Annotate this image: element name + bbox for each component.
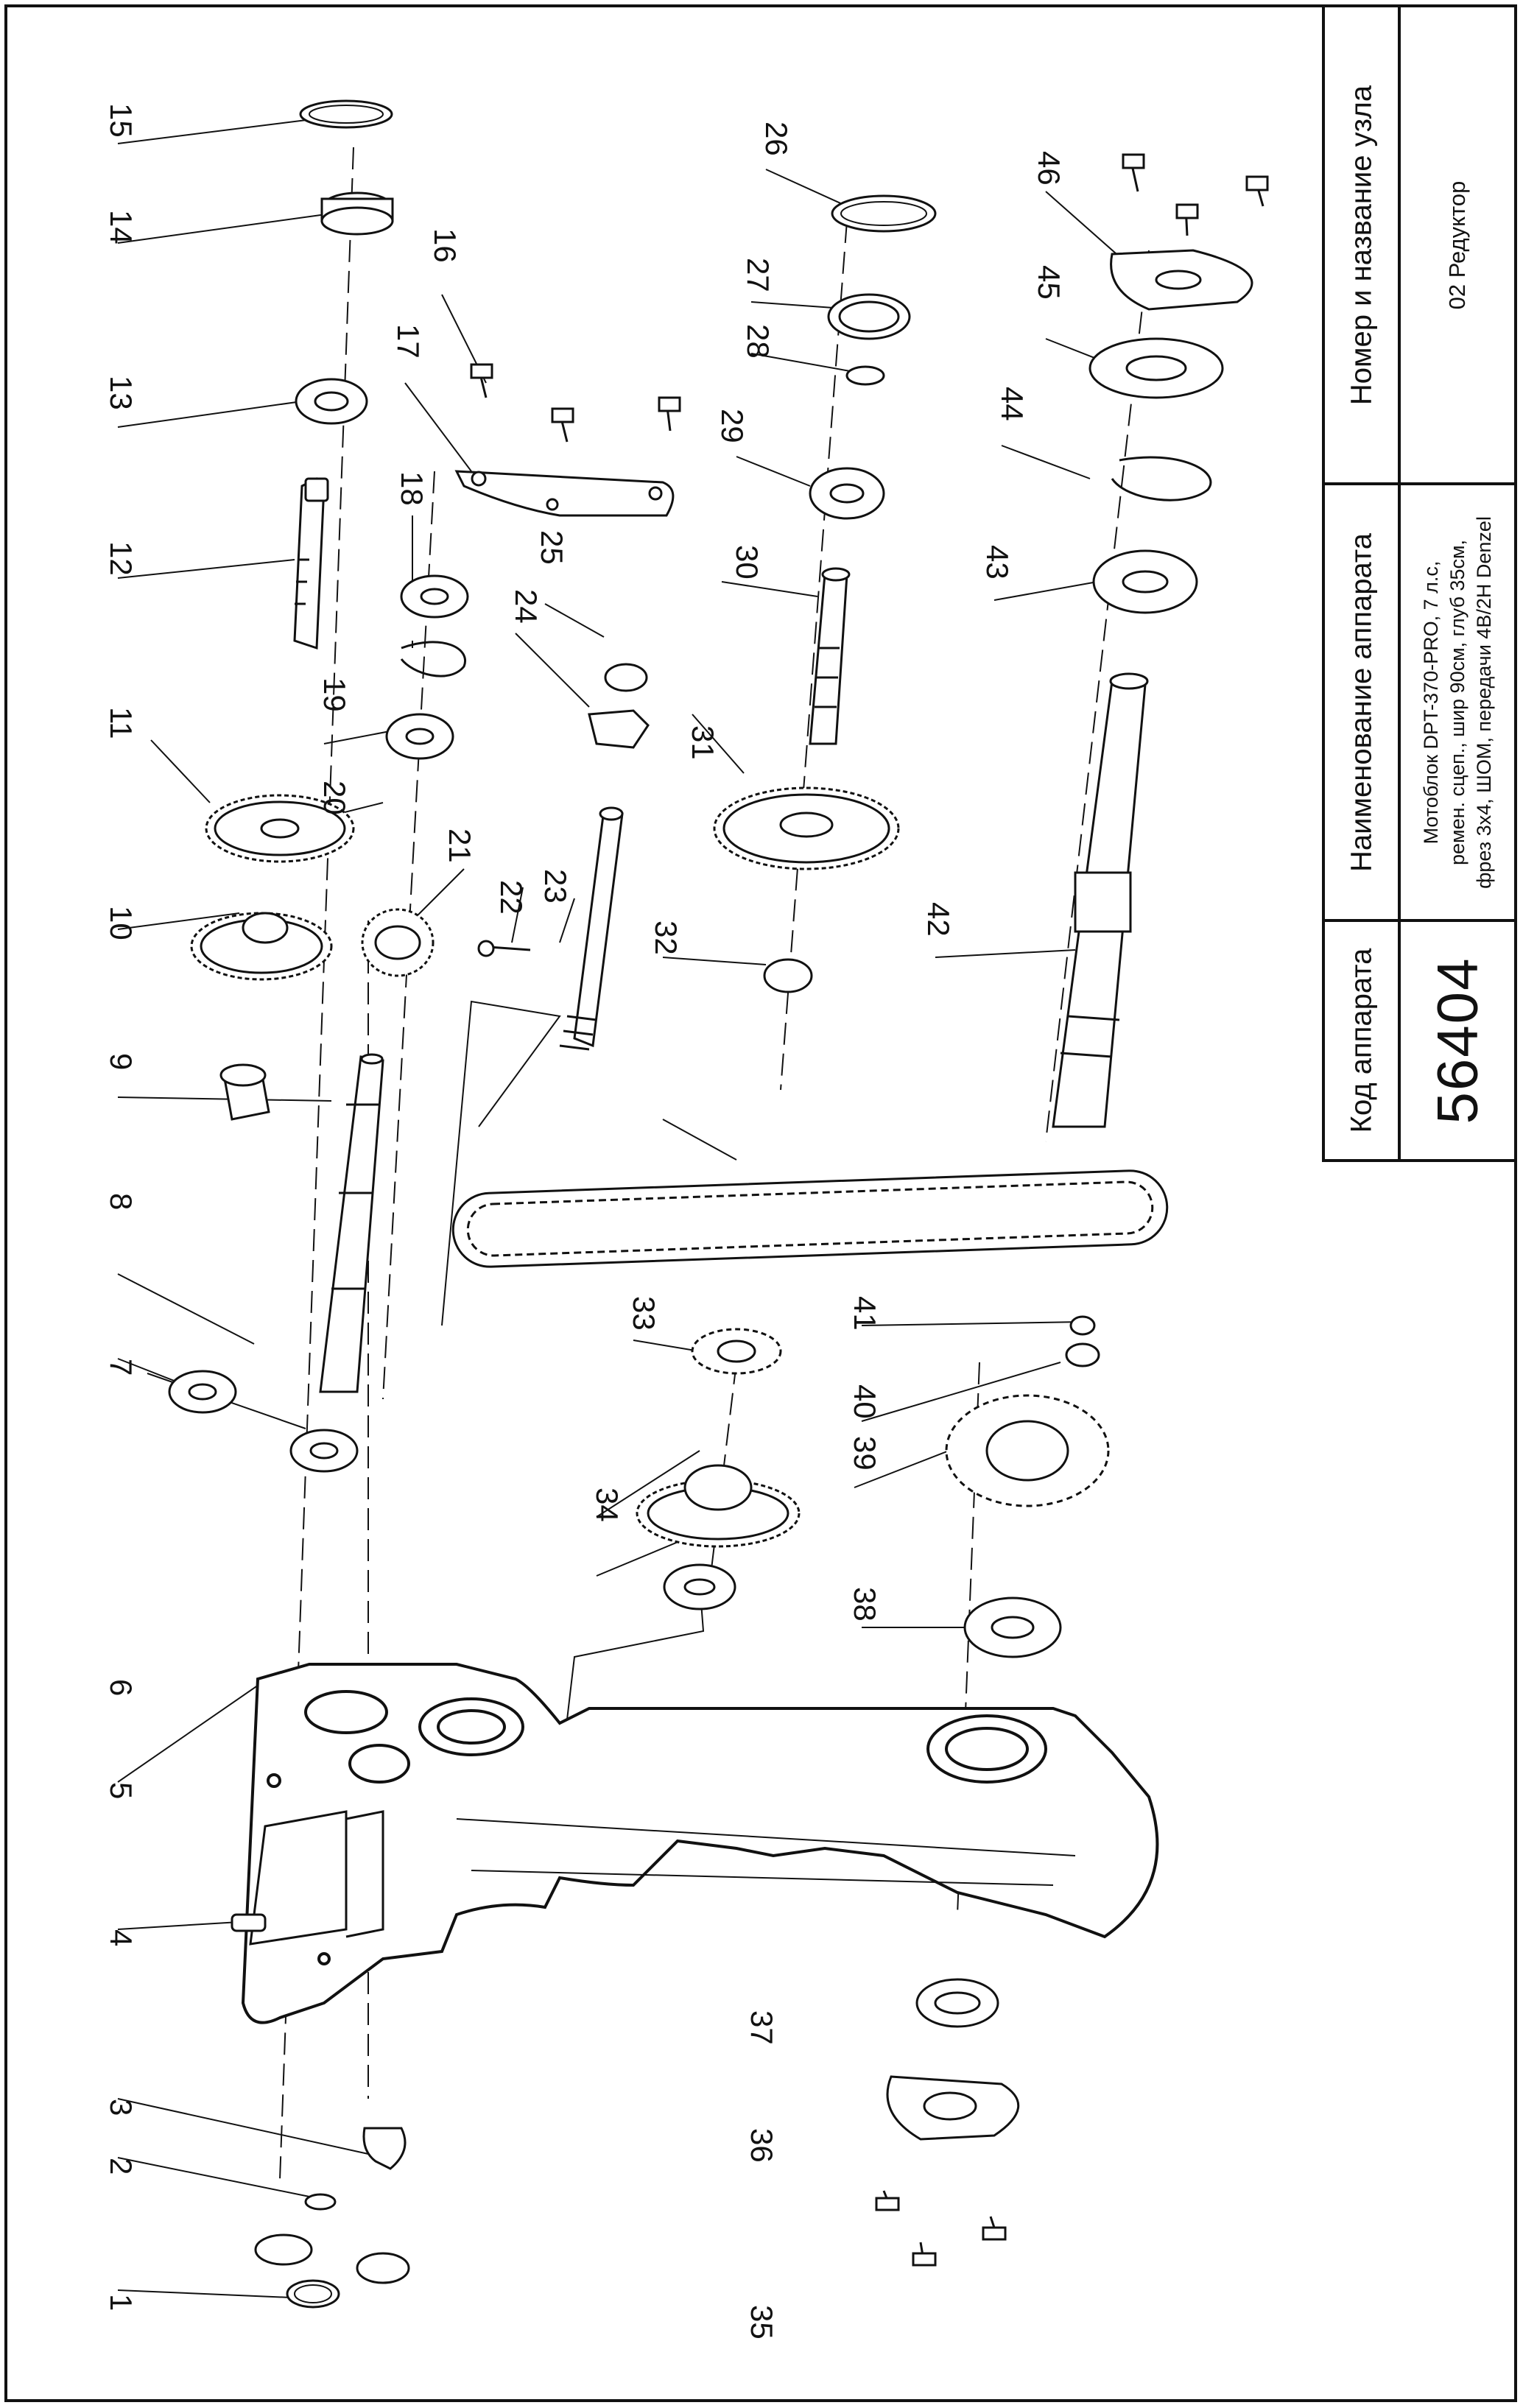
node-name: 02 Редуктор <box>1444 180 1470 309</box>
part-housing-6 <box>241 1663 1159 2024</box>
callout-1: 1 <box>104 2294 138 2311</box>
callout-32: 32 <box>649 920 683 955</box>
part-shift-assembly <box>477 663 650 1051</box>
part-bearings-7 <box>168 1370 359 1473</box>
callout-19: 19 <box>317 677 352 712</box>
part-shaft-12 <box>293 477 329 650</box>
callout-28: 28 <box>741 324 775 359</box>
callout-12: 12 <box>104 541 138 576</box>
callout-42: 42 <box>921 902 956 937</box>
callout-33: 33 <box>627 1296 661 1331</box>
callout-7: 7 <box>104 1359 138 1376</box>
callout-23: 23 <box>538 869 573 904</box>
apparatus-code: 56404 <box>1424 957 1490 1124</box>
callout-18: 18 <box>395 471 429 506</box>
code-header: Код аппарата <box>1345 948 1377 1133</box>
drawing-frame <box>4 4 1517 2402</box>
code-header-cell: Код аппарата <box>1322 919 1401 1162</box>
part-small-left <box>231 1913 410 2309</box>
callout-22: 22 <box>494 880 529 915</box>
callout-41: 41 <box>848 1296 882 1331</box>
part-output-shaft-42 <box>1052 153 1269 1128</box>
callout-40: 40 <box>848 1384 882 1419</box>
callout-31: 31 <box>686 725 720 760</box>
callout-5: 5 <box>104 1782 138 1799</box>
callout-37: 37 <box>745 2010 779 2045</box>
callout-3: 3 <box>104 2099 138 2116</box>
callout-43: 43 <box>980 545 1015 580</box>
callout-14: 14 <box>104 210 138 244</box>
part-sealing-rings <box>295 99 394 425</box>
part-sprockets <box>636 1315 1110 1658</box>
callout-20: 20 <box>317 781 352 815</box>
callout-29: 29 <box>715 409 750 443</box>
name-header-cell: Наименование аппарата <box>1322 482 1401 922</box>
callout-27: 27 <box>741 258 775 292</box>
callout-17: 17 <box>391 324 426 359</box>
callout-34: 34 <box>590 1488 625 1522</box>
callout-15: 15 <box>104 103 138 138</box>
part-gears-10-11-21 <box>190 794 435 981</box>
callout-44: 44 <box>995 387 1030 421</box>
name-header: Наименование аппарата <box>1345 532 1377 872</box>
part-cover-plate-17 <box>454 363 681 517</box>
callout-8: 8 <box>104 1193 138 1210</box>
node-header-cell: Номер и название узла <box>1322 4 1401 485</box>
callout-21: 21 <box>443 828 477 863</box>
callout-39: 39 <box>848 1436 882 1471</box>
part-bearings-20-26-28 <box>809 194 937 520</box>
callout-9: 9 <box>104 1053 138 1070</box>
callout-36: 36 <box>745 2128 779 2163</box>
callout-35: 35 <box>745 2305 779 2340</box>
callout-4: 4 <box>104 1929 138 1946</box>
callout-25: 25 <box>535 530 569 565</box>
code-value-cell: 56404 <box>1398 919 1517 1162</box>
callout-46: 46 <box>1032 151 1066 186</box>
part-shaft-29-gear-30 <box>713 567 900 993</box>
apparatus-name: Мотоблок DPT-370-PRO, 7 л.с, ремен. сцеп… <box>1420 515 1495 889</box>
callout-10: 10 <box>104 906 138 940</box>
callout-26: 26 <box>759 122 794 156</box>
callout-38: 38 <box>848 1587 882 1622</box>
part-cover-36 <box>875 1978 1020 2267</box>
part-chain-32 <box>451 1169 1169 1268</box>
leader-lines <box>117 117 1150 2298</box>
callout-13: 13 <box>104 376 138 410</box>
node-value-cell: 02 Редуктор <box>1398 4 1517 485</box>
exploded-view-drawing: 1234567891011121314151617181920212223242… <box>104 99 1269 2340</box>
callout-2: 2 <box>104 2158 138 2175</box>
callout-45: 45 <box>1032 265 1066 300</box>
callout-11: 11 <box>104 707 138 739</box>
callout-16: 16 <box>428 228 462 263</box>
callout-30: 30 <box>730 545 764 580</box>
part-bearings-18-20 <box>385 574 469 760</box>
name-value-cell: Мотоблок DPT-370-PRO, 7 л.с, ремен. сцеп… <box>1398 482 1517 922</box>
callout-6: 6 <box>104 1679 138 1696</box>
callout-24: 24 <box>509 589 544 624</box>
node-header: Номер и название узла <box>1345 85 1377 405</box>
part-shaft-8 <box>219 1053 384 1393</box>
